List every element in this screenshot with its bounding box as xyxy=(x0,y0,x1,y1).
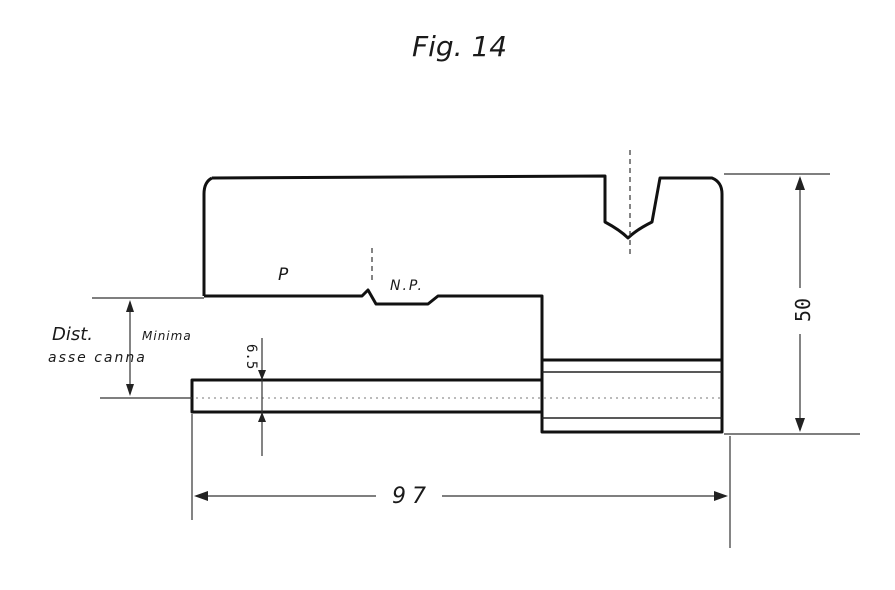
barrel xyxy=(190,378,544,414)
figure-caption: Fig. 14 xyxy=(412,30,507,63)
width-label-bg xyxy=(376,482,442,510)
small-arrow-top xyxy=(258,370,266,380)
small-dimension-label: 6.5 xyxy=(243,344,259,369)
height-arrow-bottom xyxy=(795,418,805,432)
width-arrow-right xyxy=(714,491,728,501)
width-dimension-label: 97 xyxy=(392,484,432,509)
dist-label-line1: Dist. xyxy=(52,324,93,345)
upper-block-bottom-profile xyxy=(204,288,544,432)
small-arrow-bottom xyxy=(258,412,266,422)
height-arrow-top xyxy=(795,176,805,190)
height-label-bg xyxy=(788,288,812,334)
upper-block-left-edge xyxy=(202,176,213,296)
dist-arrow-top xyxy=(126,300,134,312)
region-p-label: P xyxy=(278,265,289,285)
dist-label-line2: Minima xyxy=(142,329,192,343)
dist-label-line3: asse canna xyxy=(48,350,147,366)
region-np-label: N.P. xyxy=(390,278,424,294)
width-arrow-left xyxy=(194,491,208,501)
height-dimension-label: 50 xyxy=(791,298,815,322)
upper-block-outline xyxy=(211,174,724,432)
dist-arrow-bottom xyxy=(126,384,134,396)
lower-block xyxy=(540,358,724,434)
